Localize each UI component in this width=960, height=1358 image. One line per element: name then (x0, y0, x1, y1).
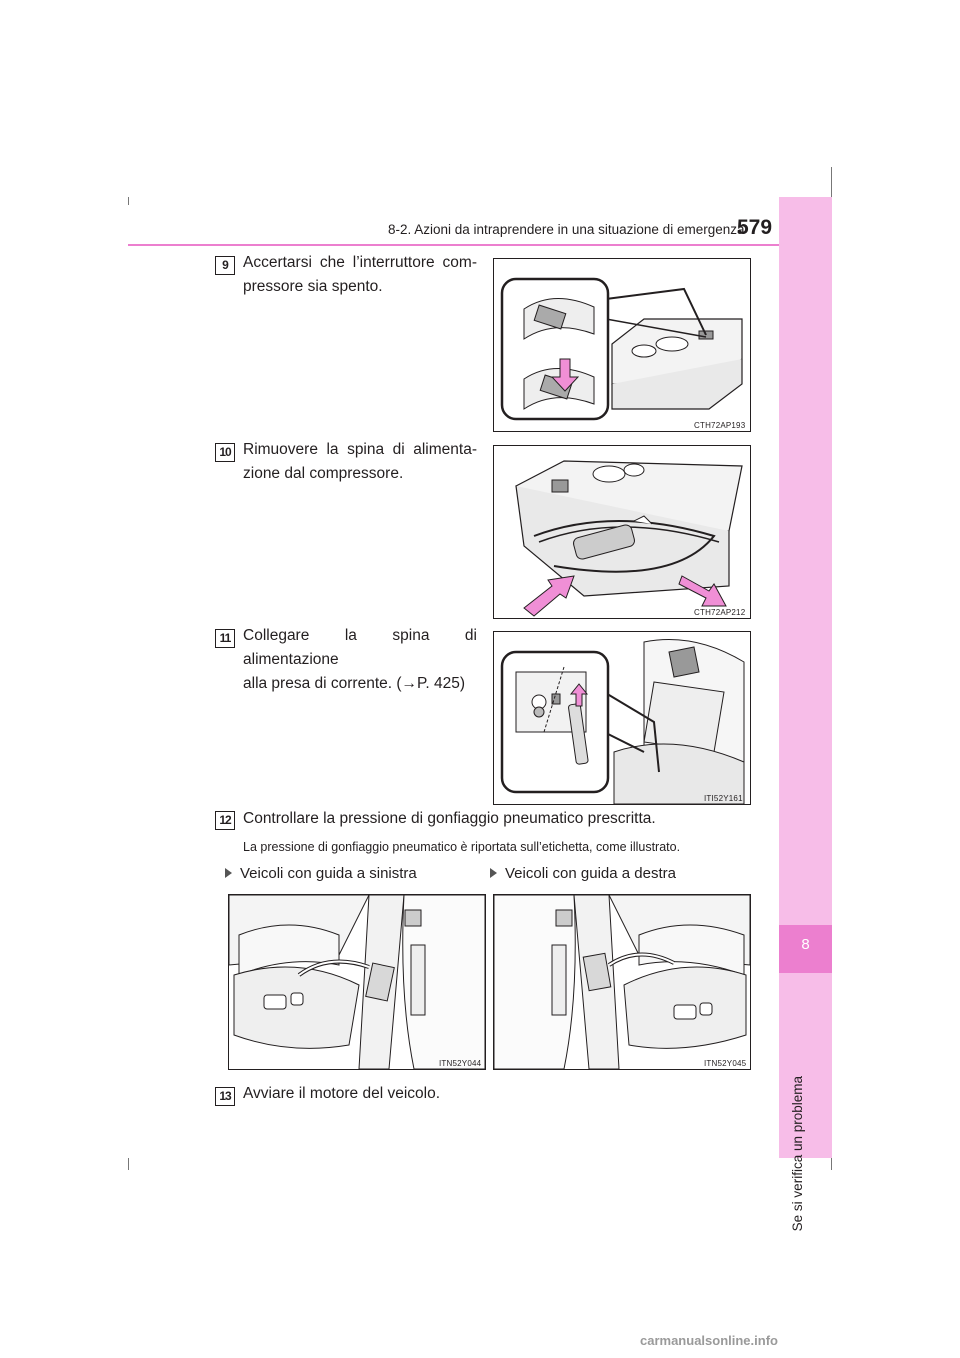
figure-code: CTH72AP193 (694, 421, 746, 430)
header-rule (128, 244, 779, 246)
step-text: Controllare la pressione di gonfiaggio p… (243, 810, 656, 827)
step-number: 10 (215, 443, 235, 462)
figure-label-left-hand-drive: ITN52Y044 (228, 894, 486, 1070)
step-number: 11 (215, 629, 235, 648)
crop-mark (128, 197, 129, 205)
power-outlet-illustration (500, 639, 745, 804)
chapter-title: Se si verifica un problema (790, 1076, 805, 1232)
figure-code: CTH72AP212 (694, 608, 746, 617)
step-number: 9 (215, 256, 235, 275)
bullet-arrow-icon (490, 868, 497, 879)
crop-mark (128, 1158, 129, 1170)
variant-label-left-hand-drive: Veicoli con guida a sinistra (225, 865, 417, 882)
step-text: Rimuovere la spina di alimenta- zione da… (243, 441, 477, 482)
page-number: 579 (737, 216, 773, 239)
figure-code: ITN52Y044 (439, 1059, 482, 1068)
remove-plug-illustration (515, 460, 743, 617)
compressor-switch-illustration (500, 277, 743, 421)
variant-label-right-hand-drive: Veicoli con guida a destra (490, 865, 676, 882)
crop-mark (831, 167, 832, 197)
side-tab (779, 197, 832, 1158)
step-text: Accertarsi che l’interruttore com- press… (243, 254, 477, 295)
chapter-number: 8 (801, 936, 810, 953)
figure-connect-power-outlet: ITI52Y161 (493, 631, 751, 805)
watermark: carmanualsonline.info (640, 1333, 778, 1348)
step-text: Avviare il motore del veicolo. (243, 1085, 440, 1102)
figure-compressor-switch: CTH72AP193 (493, 258, 751, 432)
bullet-arrow-icon (225, 868, 232, 879)
figure-remove-plug: CTH72AP212 (493, 445, 751, 619)
step-number: 13 (215, 1087, 235, 1106)
section-title: 8-2. Azioni da intraprendere in una situ… (388, 222, 745, 237)
door-label-lhd-illustration (229, 895, 485, 1069)
figure-code: ITI52Y161 (704, 794, 743, 803)
crop-mark (831, 1158, 832, 1170)
door-label-rhd-illustration (494, 895, 750, 1069)
step-text: Collegare la spina di alimentazione alla… (243, 627, 477, 692)
figure-label-right-hand-drive: ITN52Y045 (493, 894, 751, 1070)
step-note: La pressione di gonfiaggio pneumatico è … (243, 840, 681, 854)
figure-code: ITN52Y045 (704, 1059, 747, 1068)
step-number: 12 (215, 811, 235, 830)
chapter-number-box (779, 925, 832, 973)
